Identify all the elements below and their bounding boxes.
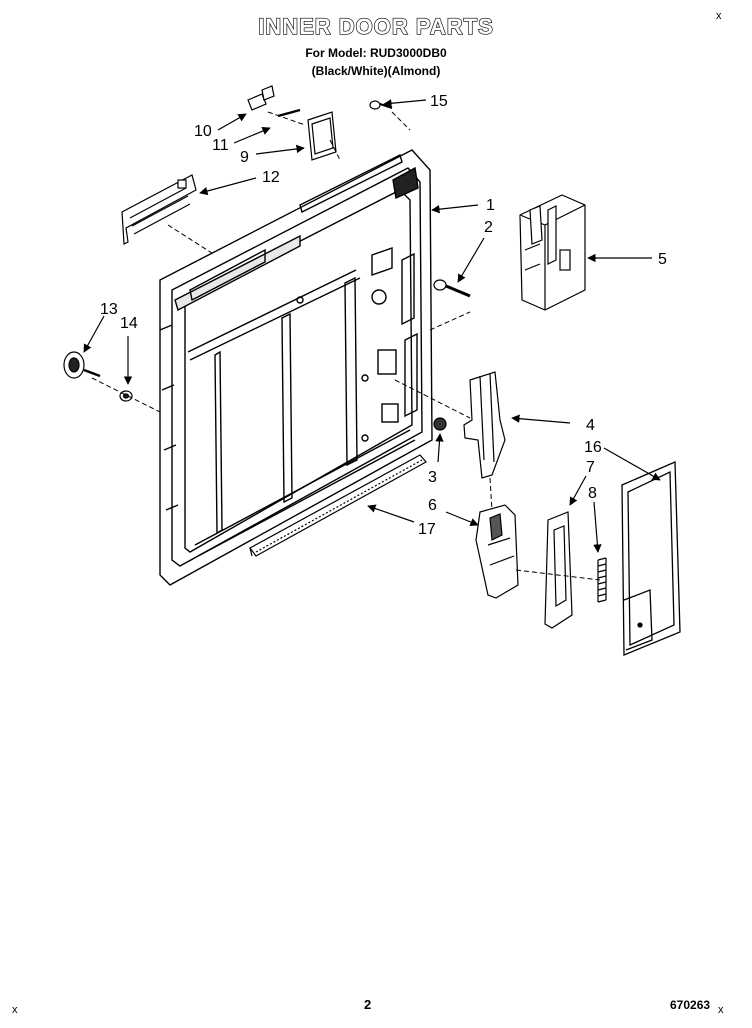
callout-9: 9 (240, 149, 249, 166)
corner-mark-bottom-right: x (718, 1004, 724, 1016)
arrow-2 (457, 237, 485, 283)
arrow-11 (233, 127, 271, 144)
arrow-9 (255, 144, 305, 155)
small-screw-parts (247, 85, 393, 161)
screw-part-2 (433, 279, 471, 298)
spring-part-8 (597, 557, 607, 603)
callout-5: 5 (658, 251, 667, 268)
corner-mark-top-right: x (716, 10, 722, 22)
arrow-12 (199, 177, 257, 196)
page-title: INNER DOOR PARTS (258, 13, 494, 39)
arrow-10 (217, 113, 247, 131)
latch-lever (463, 371, 506, 479)
callout-16: 16 (584, 439, 602, 456)
callout-arrows (83, 99, 661, 553)
callout-15: 15 (430, 93, 448, 110)
callout-4: 4 (586, 417, 595, 434)
bottom-seal-strip (249, 454, 427, 557)
arrow-7 (569, 475, 587, 506)
arrow-4 (511, 414, 571, 424)
arrow-8 (593, 501, 602, 553)
callout-3: 3 (428, 469, 437, 486)
callout-1: 1 (486, 197, 495, 214)
corner-mark-bottom-left: x (12, 1004, 18, 1016)
callout-2: 2 (484, 219, 493, 236)
callout-10: 10 (194, 123, 212, 140)
arrow-17 (367, 504, 415, 523)
callout-7: 7 (586, 459, 595, 476)
assembly-dashed-lines (91, 111, 601, 581)
colors-line: (Black/White)(Almond) (311, 64, 441, 78)
knob-and-washer (63, 351, 133, 402)
latch-housing (519, 194, 586, 311)
arrow-1 (431, 204, 479, 214)
slide-part-7 (544, 511, 573, 629)
document-number: 670263 (670, 998, 711, 1012)
callout-12: 12 (262, 169, 280, 186)
latch-base (475, 504, 519, 599)
callout-14: 14 (120, 315, 138, 332)
arrow-3 (435, 433, 444, 463)
arrow-16 (603, 447, 661, 481)
round-part-3 (433, 417, 447, 431)
callout-labels: 1 2 3 4 5 6 7 8 9 10 11 12 13 14 15 16 1… (100, 93, 667, 538)
arrow-13 (83, 315, 105, 353)
callout-17: 17 (418, 521, 436, 538)
callout-6: 6 (428, 497, 437, 514)
cover-panel (621, 461, 681, 656)
arrow-6 (445, 511, 479, 527)
model-line: For Model: RUD3000DB0 (305, 46, 447, 60)
page-number: 2 (364, 997, 372, 1012)
arrow-15 (383, 99, 427, 108)
callout-11: 11 (212, 137, 229, 154)
inner-door-panel (159, 149, 433, 586)
callout-13: 13 (100, 301, 118, 318)
control-bracket (121, 174, 197, 245)
callout-8: 8 (588, 485, 597, 502)
